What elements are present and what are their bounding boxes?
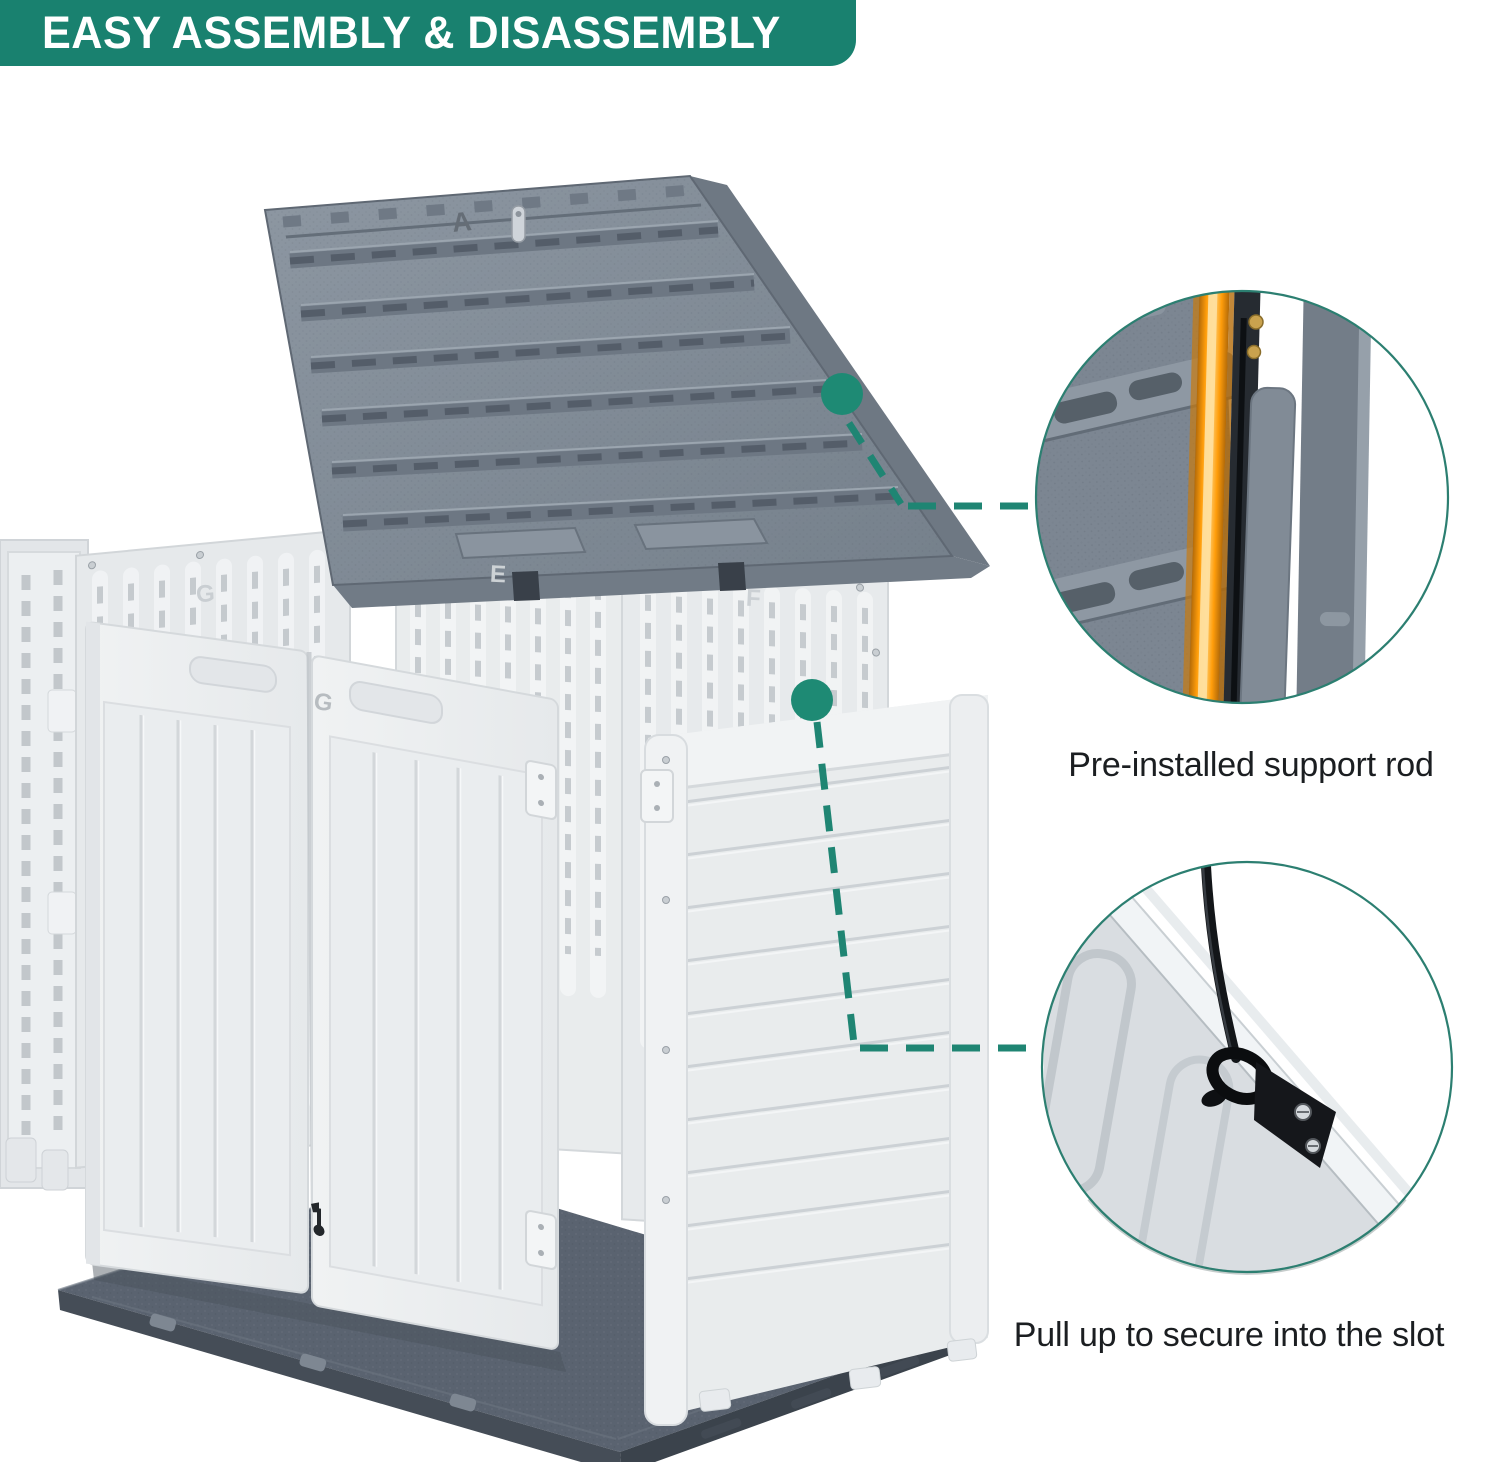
base-edge-clips <box>149 1313 477 1412</box>
side-panel-feet <box>698 1338 978 1412</box>
part-mark-right-door: G <box>312 688 334 717</box>
connector-lines <box>813 421 1040 1052</box>
connector-dot-side-panel <box>791 679 833 721</box>
side-panel-hinge-plate <box>640 769 674 823</box>
left-door-handle-recess <box>189 656 277 693</box>
part-mark-back-middle: E <box>489 561 506 589</box>
right-door-handle-recess <box>349 681 443 724</box>
banner: EASY ASSEMBLY & DISASSEMBLY <box>0 0 856 66</box>
support-rod-orange-glow <box>1182 291 1235 703</box>
connector-dot-lid <box>821 373 863 415</box>
right-side-panel <box>640 694 989 1426</box>
lid-panel <box>263 174 990 608</box>
banner-title: EASY ASSEMBLY & DISASSEMBLY <box>42 7 781 58</box>
callout-circle-secure-slot <box>1040 860 1454 1275</box>
lid-rib-channels <box>289 220 899 532</box>
part-mark-back-right: F <box>745 585 761 613</box>
callout-circle-support-rod <box>1034 289 1450 705</box>
folded-panel-stack <box>0 539 89 1191</box>
right-door-hinge-plates <box>525 760 557 1270</box>
left-door <box>85 621 309 1294</box>
lid-latch <box>511 205 526 243</box>
callout-label-secure-slot: Pull up to secure into the slot <box>1013 1316 1445 1354</box>
support-rod-in-slot <box>1201 862 1336 1168</box>
door-keyhole <box>311 1202 325 1236</box>
part-mark-back-left: G <box>195 580 216 608</box>
side-panel-slat-grooves <box>653 761 985 1288</box>
part-mark-lid: A <box>451 206 474 238</box>
door-shadow-on-base <box>92 1262 566 1372</box>
callout-label-support-rod: Pre-installed support rod <box>1068 746 1434 784</box>
right-door <box>311 655 559 1350</box>
